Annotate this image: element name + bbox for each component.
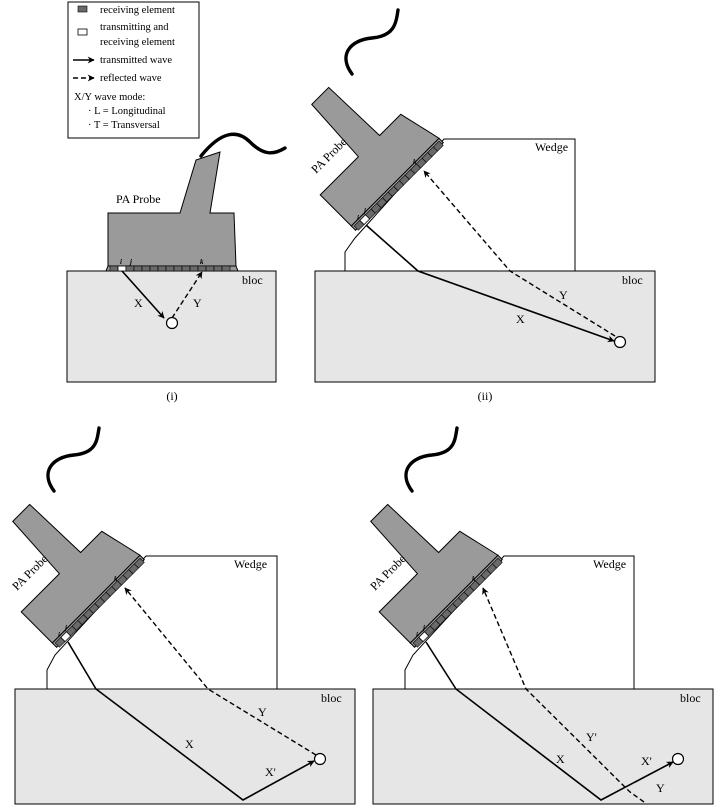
legend-box bbox=[67, 1, 200, 139]
bloc-label-i: bloc bbox=[242, 273, 263, 287]
ray-label-yp-iv: Y' bbox=[586, 730, 597, 744]
element-array-i bbox=[109, 265, 231, 272]
element-k-label: k bbox=[200, 258, 204, 266]
probe-label-ii: PA Probe bbox=[308, 135, 349, 176]
pa-probe-i bbox=[107, 151, 237, 267]
array-element bbox=[125, 265, 135, 272]
element-i-label: i bbox=[58, 631, 60, 639]
wedge-label-iii: Wedge bbox=[234, 557, 267, 571]
defect-target-i bbox=[165, 316, 179, 330]
ray-label-y-iv: Y bbox=[656, 781, 665, 795]
pa-probe-iv bbox=[370, 503, 503, 648]
probe-body-ii bbox=[311, 86, 440, 227]
ray-label-x-i: X bbox=[134, 296, 143, 310]
probe-body-iv bbox=[370, 503, 499, 644]
panel-iv: Wedge bloc bbox=[367, 426, 714, 805]
panel-caption-ii: (ii) bbox=[478, 389, 493, 403]
element-j-label: j bbox=[422, 624, 425, 632]
legend-transmitting-1: transmitting and bbox=[100, 22, 169, 33]
wedge-label-ii: Wedge bbox=[535, 140, 568, 154]
legend: receiving element transmitting and recei… bbox=[67, 1, 200, 139]
array-element bbox=[181, 265, 191, 272]
element-k-label: k bbox=[413, 158, 417, 166]
element-k-label: k bbox=[114, 575, 118, 583]
transmitting-element-swatch bbox=[77, 28, 88, 36]
legend-receiving: receiving element bbox=[100, 5, 175, 16]
ray-label-y-i: Y bbox=[193, 296, 202, 310]
array-element bbox=[133, 265, 143, 272]
element-k-label: k bbox=[472, 575, 476, 583]
panel-i: bloc PA Probe i j k X Y bbox=[66, 132, 287, 403]
probe-label-i: PA Probe bbox=[116, 192, 161, 206]
legend-transmitted: transmitted wave bbox=[100, 55, 172, 66]
panel-caption-i: (i) bbox=[166, 389, 177, 403]
probe-cable-ii bbox=[344, 8, 400, 76]
ray-label-y-iii: Y bbox=[258, 705, 267, 719]
ray-label-x-iv: X bbox=[556, 752, 565, 766]
element-i-label: i bbox=[416, 631, 418, 639]
ray-label-xp-iii: X' bbox=[265, 765, 276, 779]
array-element bbox=[213, 265, 223, 272]
array-element bbox=[205, 265, 215, 272]
bloc-label-ii: bloc bbox=[622, 273, 643, 287]
bloc-iii bbox=[14, 688, 356, 805]
legend-mode-t: · T = Transversal bbox=[88, 120, 160, 131]
defect-target-iv bbox=[671, 752, 685, 766]
legend-mode-l: · L = Longitudinal bbox=[88, 106, 166, 117]
bloc-label-iii: bloc bbox=[321, 691, 342, 705]
legend-mode-title: X/Y wave mode: bbox=[74, 92, 145, 103]
defect-target-iii bbox=[313, 752, 327, 766]
array-element bbox=[165, 265, 175, 272]
legend-transmitting-2: receiving element bbox=[100, 37, 175, 48]
array-element bbox=[197, 265, 207, 272]
transmitted-ray-x-i bbox=[121, 270, 165, 319]
probe-label-iv: PA Probe bbox=[367, 552, 408, 593]
array-element bbox=[173, 265, 183, 272]
wedge-label-iv: Wedge bbox=[593, 557, 626, 571]
probe-cable-iii bbox=[46, 426, 101, 493]
reflected-ray-y-iii bbox=[124, 587, 317, 756]
panel-ii: Wedge bloc bbox=[308, 8, 656, 403]
probe-cable-iv bbox=[404, 426, 459, 493]
defect-target-ii bbox=[613, 335, 627, 349]
transmitted-ray-x-ii bbox=[365, 224, 615, 343]
probe-body-iii bbox=[12, 503, 141, 644]
array-element bbox=[133, 557, 145, 569]
pa-probe-iii bbox=[12, 503, 145, 648]
array-element bbox=[141, 265, 151, 272]
ray-label-x-ii: X bbox=[516, 312, 525, 326]
bloc-iv bbox=[372, 688, 714, 805]
element-i-label: i bbox=[357, 214, 359, 222]
pa-probe-ii bbox=[311, 86, 444, 231]
array-element bbox=[189, 265, 199, 272]
element-j-label: j bbox=[64, 624, 67, 632]
element-j-label: j bbox=[363, 207, 366, 215]
legend-reflected: reflected wave bbox=[100, 73, 162, 84]
bloc-ii bbox=[314, 270, 656, 383]
array-element bbox=[109, 265, 119, 272]
ray-label-y-ii: Y bbox=[559, 288, 568, 302]
probe-cable-i bbox=[199, 132, 287, 158]
array-element bbox=[157, 265, 167, 272]
element-j-label: j bbox=[129, 258, 132, 266]
array-element bbox=[221, 265, 231, 272]
array-element bbox=[491, 557, 503, 569]
ray-label-x-iii: X bbox=[185, 737, 194, 751]
array-element bbox=[149, 265, 159, 272]
array-element bbox=[432, 140, 444, 152]
receiving-element-swatch bbox=[77, 5, 88, 13]
reflected-ray-y-ii bbox=[423, 170, 616, 337]
ray-label-xp-iv: X' bbox=[641, 754, 652, 768]
reflected-ray-y-i bbox=[171, 271, 203, 319]
transmitted-ray-x-iv bbox=[425, 641, 674, 801]
transmitted-ray-x-iii bbox=[67, 641, 315, 801]
panel-iii: Wedge bloc bbox=[9, 426, 356, 805]
transmitting-element bbox=[117, 265, 127, 272]
probe-label-iii: PA Probe bbox=[9, 552, 50, 593]
reflected-ray-y-iv bbox=[482, 587, 645, 803]
element-i-label: i bbox=[120, 258, 122, 266]
bloc-label-iv: bloc bbox=[680, 691, 701, 705]
